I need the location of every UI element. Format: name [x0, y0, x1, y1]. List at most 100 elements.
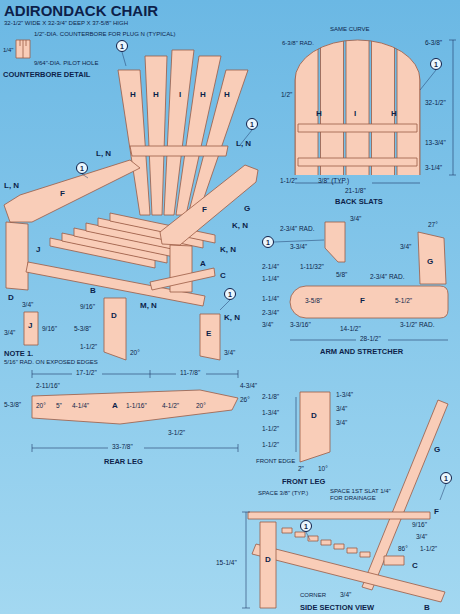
callout-number: 1	[434, 61, 438, 68]
note-text: SAME CURVE	[330, 26, 370, 32]
back-slats-panel	[295, 30, 318, 180]
part-letter: A	[200, 260, 206, 268]
dimension: 32-1/2"	[425, 100, 446, 107]
dimension-lines	[372, 183, 420, 184]
dimension: 6-3/8"	[425, 40, 442, 47]
part-letter: G	[434, 446, 440, 454]
leader-lines	[274, 240, 324, 242]
rear-leg-side	[252, 544, 445, 602]
callout-circle: 1	[430, 58, 442, 70]
dimension: 2-3/4" RAD.	[280, 226, 314, 233]
view-heading: SIDE SECTION VIEW	[300, 604, 374, 612]
dimension-lines	[296, 397, 297, 452]
dimension: 3/4"	[350, 216, 361, 223]
callout-circle: 1	[300, 520, 312, 532]
same-curve	[295, 40, 420, 175]
dimension: 3/4"	[416, 534, 427, 541]
dimension: 4-1/4"	[72, 403, 89, 410]
dimension-lines	[32, 444, 33, 452]
dimension: 2"	[298, 466, 304, 473]
dimension: 5-1/2"	[395, 298, 412, 305]
arm	[4, 160, 140, 222]
back-slats-panel	[346, 30, 369, 180]
part-letter: F	[360, 297, 365, 305]
callout-circle: 1	[262, 236, 274, 248]
dimension: 15-1/4"	[216, 560, 237, 567]
front-leg	[6, 222, 28, 290]
seat-slats-side	[282, 528, 370, 557]
front-leg-side	[260, 522, 276, 608]
dimension-lines	[449, 175, 456, 176]
seat-slat-side	[334, 544, 344, 549]
back-cleat	[298, 158, 417, 166]
stretcher	[150, 268, 215, 290]
part-letter: B	[424, 604, 430, 612]
dimension: 1-1/2"	[80, 344, 97, 351]
seat-slat-side	[282, 528, 292, 533]
dimension: 33-7/8"	[112, 444, 133, 451]
part-letter: D	[8, 294, 14, 302]
dimension-lines	[144, 448, 238, 449]
back-slats-panel	[372, 30, 395, 180]
dimension-lines	[32, 370, 33, 378]
note-text: 9/64"-DIA. PILOT HOLE	[34, 60, 98, 66]
dimension: 14-1/2"	[340, 326, 361, 333]
note-text: CORNER	[300, 592, 326, 598]
seat-slat-side	[360, 552, 370, 557]
dimension: 1-1/16"	[126, 403, 147, 410]
back-slats-panel	[397, 30, 420, 180]
arm	[160, 165, 258, 245]
callout-circle: 1	[76, 162, 88, 174]
dimension-lines	[150, 370, 151, 378]
dimension: 3/4"	[22, 302, 33, 309]
dimension: 20°	[196, 403, 206, 410]
front-leg-piece	[300, 392, 330, 462]
part-letter: G	[244, 205, 250, 213]
dimension: 3-1/2"	[168, 430, 185, 437]
stretcher-side	[384, 556, 404, 565]
dimension-lines	[242, 608, 250, 609]
back-slats-panel	[295, 30, 420, 180]
part-letter: C	[220, 272, 226, 280]
part-letter: M, N	[140, 302, 157, 310]
dimension: 1-1/2"	[280, 178, 297, 185]
view-heading: BACK SLATS	[335, 198, 383, 206]
dimension: 11-7/8"	[180, 370, 200, 377]
back-slats-panel	[321, 30, 344, 180]
part-detail	[24, 312, 38, 345]
part-detail	[200, 314, 220, 360]
callout-circle: 1	[246, 118, 258, 130]
part-letter: F	[434, 508, 439, 516]
part-letter: E	[206, 330, 211, 338]
callout-number: 1	[304, 523, 308, 530]
part-letter: H	[316, 110, 322, 118]
dimension: 13-3/4"	[425, 140, 446, 147]
part-letter: K, N	[224, 314, 240, 322]
part-letter: J	[28, 322, 32, 330]
part-letter: H	[130, 91, 136, 99]
callout-number: 1	[228, 291, 232, 298]
dimension: 26°	[240, 397, 250, 404]
note-text: SPACE 1ST SLAT 1/4" FOR DRAINAGE	[330, 488, 392, 502]
dimension: 20°	[130, 350, 140, 357]
dimension: 3-1/4"	[425, 165, 442, 172]
dimension: 10°	[318, 466, 328, 473]
part-letter: A	[112, 402, 118, 410]
callout-number: 1	[120, 43, 124, 50]
view-heading: ARM AND STRETCHER	[320, 348, 403, 356]
leader-lines	[82, 174, 88, 178]
part-letter: F	[60, 190, 65, 198]
part-letter: J	[36, 246, 40, 254]
view-heading: REAR LEG	[104, 458, 143, 466]
view-heading: NOTE 1.	[4, 350, 33, 358]
callout-circle: 1	[440, 472, 452, 484]
stretcher-piece	[325, 222, 345, 262]
note-text: 32-1/2" WIDE X 32-3/4" DEEP X 37-5/8" HI…	[4, 20, 128, 26]
dimension: 1-11/32"	[300, 264, 324, 271]
part-letter: D	[265, 556, 271, 564]
arm-support	[418, 232, 446, 284]
part-letter: F	[202, 206, 207, 214]
dimension: 27°	[428, 222, 438, 229]
